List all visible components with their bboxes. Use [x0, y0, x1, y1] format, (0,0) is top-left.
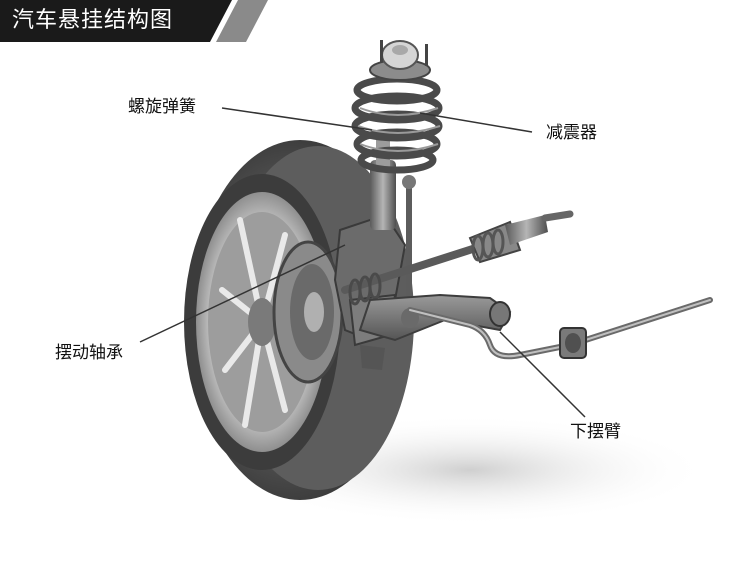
leader-line-shock-absorber — [419, 112, 533, 133]
brake-disc — [272, 240, 344, 384]
label-lower-arm: 下摆臂 — [570, 422, 621, 442]
title-banner — [0, 0, 268, 42]
page-title: 汽车悬挂结构图 — [12, 8, 174, 33]
leader-line-lower-arm — [499, 331, 586, 418]
leader-line-wheel-bearing — [139, 244, 346, 343]
wheel-rim — [196, 192, 328, 452]
top-mount — [369, 40, 431, 81]
leader-line-coil-spring — [221, 107, 373, 131]
label-shock-absorber: 减震器 — [546, 123, 597, 143]
label-coil-spring: 螺旋弹簧 — [128, 97, 196, 117]
cv-joint-boot — [348, 272, 382, 306]
leader-lines — [139, 107, 586, 418]
stabilizer-link — [402, 175, 416, 310]
stabilizer-bar — [407, 297, 713, 360]
label-wheel-bearing: 摆动轴承 — [55, 343, 123, 363]
coil-spring — [351, 75, 443, 174]
